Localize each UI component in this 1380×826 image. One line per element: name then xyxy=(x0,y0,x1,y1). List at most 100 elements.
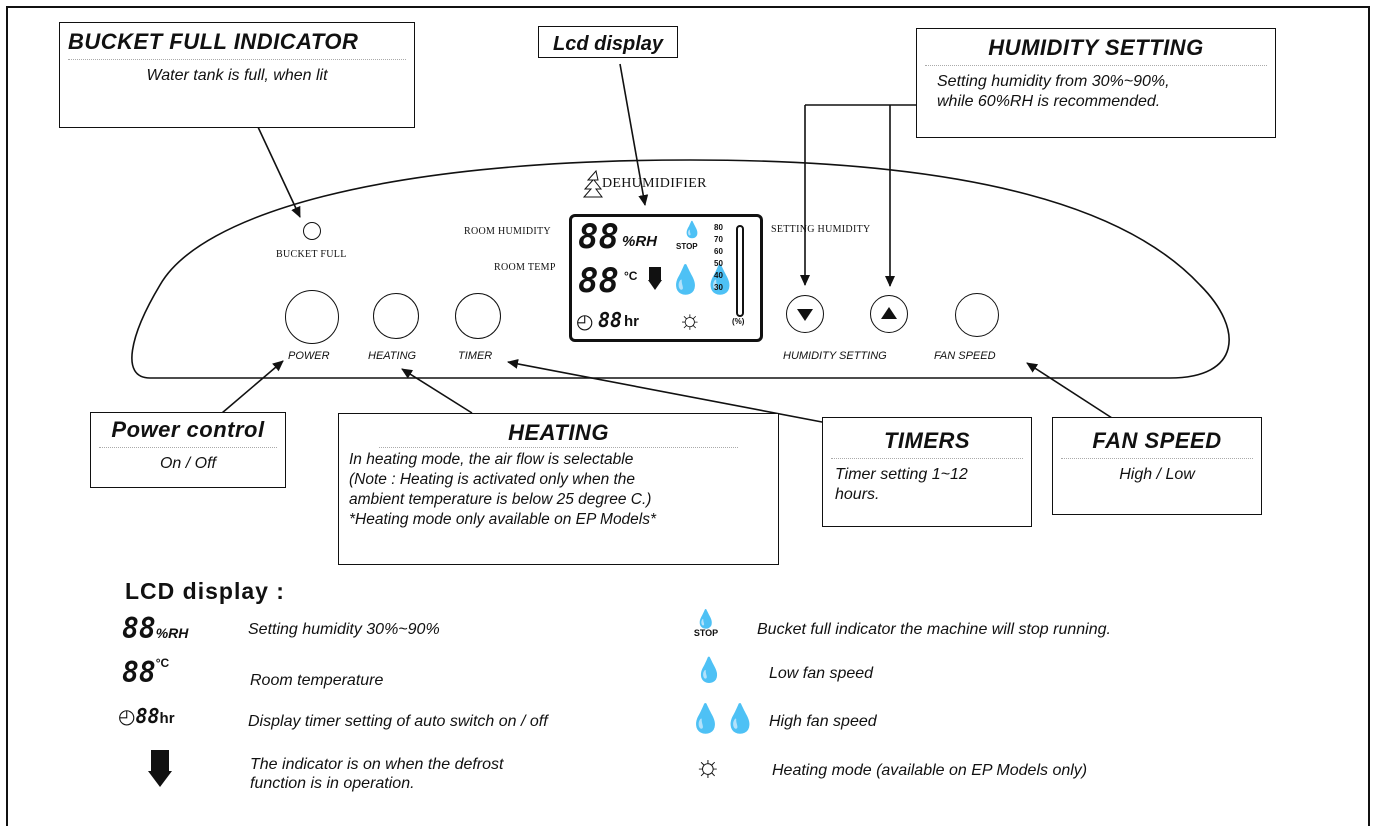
legend-high-fan-text: High fan speed xyxy=(769,713,877,730)
legend-temp-icon: 88°C xyxy=(122,656,169,689)
legend-humidity-icon: 88%RH xyxy=(122,612,188,645)
timer-button[interactable] xyxy=(455,293,501,339)
legend-humidity-text: Setting humidity 30%~90% xyxy=(248,621,440,638)
brand-label: DEHUMIDIFIER xyxy=(602,176,707,191)
clock-icon: ◴ xyxy=(118,706,136,728)
callout-humidity-setting-title: HUMIDITY SETTING xyxy=(988,35,1204,60)
callout-humidity-setting: HUMIDITY SETTING Setting humidity from 3… xyxy=(916,28,1276,138)
lcd-scale-unit: (%) xyxy=(732,317,745,326)
legend-defrost-text: The indicator is on when the defrost fun… xyxy=(250,755,503,793)
fan-speed-label: FAN SPEED xyxy=(934,350,996,362)
leader-power xyxy=(221,360,284,414)
lcd-drop-stop-icon: 💧 xyxy=(682,222,702,239)
legend-low-fan-text: Low fan speed xyxy=(769,665,874,682)
callout-humidity-line1: Setting humidity from 30%~90%, xyxy=(937,73,1170,90)
bucket-full-label: BUCKET FULL xyxy=(276,249,347,260)
lcd-stop-label: STOP xyxy=(676,242,698,251)
lcd-scale-40: 40 xyxy=(714,271,723,280)
callout-fan-speed-body: High / Low xyxy=(1119,466,1195,483)
drop-icon: 💧 xyxy=(694,609,718,629)
callout-power-title: Power control xyxy=(111,417,265,442)
leader-bucket xyxy=(257,126,301,218)
callout-power: Power control On / Off xyxy=(90,412,286,488)
legend-defrost-line1: The indicator is on when the defrost xyxy=(250,756,504,773)
callout-lcd: Lcd display xyxy=(538,26,679,58)
lcd-sun-icon: ☼ xyxy=(678,304,702,334)
lcd-temp-unit: °C xyxy=(624,269,638,283)
callout-timers-line1: Timer setting 1~12 xyxy=(835,466,968,483)
divider xyxy=(925,65,1267,66)
lcd-humidity-scale: 80 70 60 50 40 30 (%) xyxy=(710,221,756,331)
callout-bucket-full-body: Water tank is full, when lit xyxy=(146,67,328,84)
legend-temp-digits: 88 xyxy=(122,656,156,689)
heating-label: HEATING xyxy=(368,350,417,362)
leader-timers xyxy=(507,358,844,427)
arrow-down-icon xyxy=(797,309,813,321)
callout-bucket-full-title: BUCKET FULL INDICATOR xyxy=(68,29,359,54)
callout-heating-line1: In heating mode, the air flow is selecta… xyxy=(349,451,634,468)
legend-title: LCD display : xyxy=(125,578,285,604)
callout-bucket-full: BUCKET FULL INDICATOR Water tank is full… xyxy=(59,22,415,128)
callout-lcd-title: Lcd display xyxy=(553,33,664,55)
callout-timers-title: TIMERS xyxy=(883,428,971,453)
fan-speed-button[interactable] xyxy=(955,293,999,337)
lcd-temp-digits: 88 xyxy=(578,261,619,301)
lcd-humidity-digits: 88 xyxy=(578,217,619,257)
legend-low-fan-icon: 💧 xyxy=(694,657,724,684)
callout-humidity-setting-body: Setting humidity from 30%~90%, while 60%… xyxy=(937,72,1275,112)
legend-temp-unit: °C xyxy=(155,656,170,670)
divider xyxy=(379,447,738,448)
panel-outline xyxy=(131,159,1230,379)
lcd-rh-unit: %RH xyxy=(622,233,658,250)
callout-humidity-line2: while 60%RH is recommended. xyxy=(937,93,1161,110)
arrow-up-icon xyxy=(881,307,897,319)
lcd-scale-60: 60 xyxy=(714,247,723,256)
legend-timer-unit: hr xyxy=(159,710,175,727)
lcd-double-drop-icon: 💧💧 xyxy=(668,264,738,295)
callout-heating-title: HEATING xyxy=(508,420,609,445)
callout-power-body: On / Off xyxy=(159,455,216,472)
legend-heating-text: Heating mode (available on EP Models onl… xyxy=(772,762,1088,779)
lcd-defrost-icon xyxy=(648,267,662,291)
callout-timers: TIMERS Timer setting 1~12 hours. xyxy=(822,417,1032,527)
power-button[interactable] xyxy=(285,290,339,344)
setting-humidity-label: SETTING HUMIDITY xyxy=(771,224,871,235)
bucket-full-led xyxy=(303,222,321,240)
callout-heating-body: In heating mode, the air flow is selecta… xyxy=(349,450,778,530)
room-humidity-label: ROOM HUMIDITY xyxy=(464,226,551,237)
callout-heating-line3: ambient temperature is below 25 degree C… xyxy=(349,491,652,508)
humidity-setting-label: HUMIDITY SETTING xyxy=(783,350,887,362)
legend-high-fan-icon: 💧💧 xyxy=(688,703,758,734)
humidity-up-button[interactable] xyxy=(870,295,908,333)
divider xyxy=(68,59,406,60)
lcd-scale-80: 80 xyxy=(714,223,723,232)
divider xyxy=(831,458,1023,459)
legend-bucket-icon: 💧 STOP xyxy=(692,610,720,638)
callout-timers-body: Timer setting 1~12 hours. xyxy=(835,465,1031,505)
tree-logo-icon xyxy=(582,169,603,198)
leader-lcd xyxy=(619,63,649,206)
leader-fan xyxy=(1026,362,1113,419)
callout-fan-speed-title: FAN SPEED xyxy=(1092,428,1222,453)
callout-fan-speed: FAN SPEED High / Low xyxy=(1052,417,1262,515)
lcd-clock-icon: ◴ xyxy=(576,311,594,333)
divider xyxy=(1061,458,1253,459)
callout-timers-line2: hours. xyxy=(835,486,880,503)
callout-heating: HEATING In heating mode, the air flow is… xyxy=(338,413,779,565)
lcd-scale-70: 70 xyxy=(714,235,723,244)
legend-defrost-icon xyxy=(148,750,172,793)
humidity-down-button[interactable] xyxy=(786,295,824,333)
legend-stop-label: STOP xyxy=(693,628,719,638)
room-temp-label: ROOM TEMP xyxy=(494,262,556,273)
legend-bucket-text: Bucket full indicator the machine will s… xyxy=(757,621,1111,638)
lcd-timer-digits: 88 xyxy=(598,308,623,332)
divider xyxy=(99,447,277,448)
lcd-screen: 88 %RH 💧 STOP 88 °C 💧💧 ◴ 88 hr ☼ 80 70 6… xyxy=(569,214,763,342)
heating-button[interactable] xyxy=(373,293,419,339)
legend-humidity-digits: 88 xyxy=(122,612,156,645)
legend-timer-digits: 88 xyxy=(135,704,160,728)
power-label: POWER xyxy=(288,350,330,362)
lcd-thermometer-bar xyxy=(736,225,744,317)
lcd-scale-50: 50 xyxy=(714,259,723,268)
leader-heating xyxy=(401,368,473,414)
